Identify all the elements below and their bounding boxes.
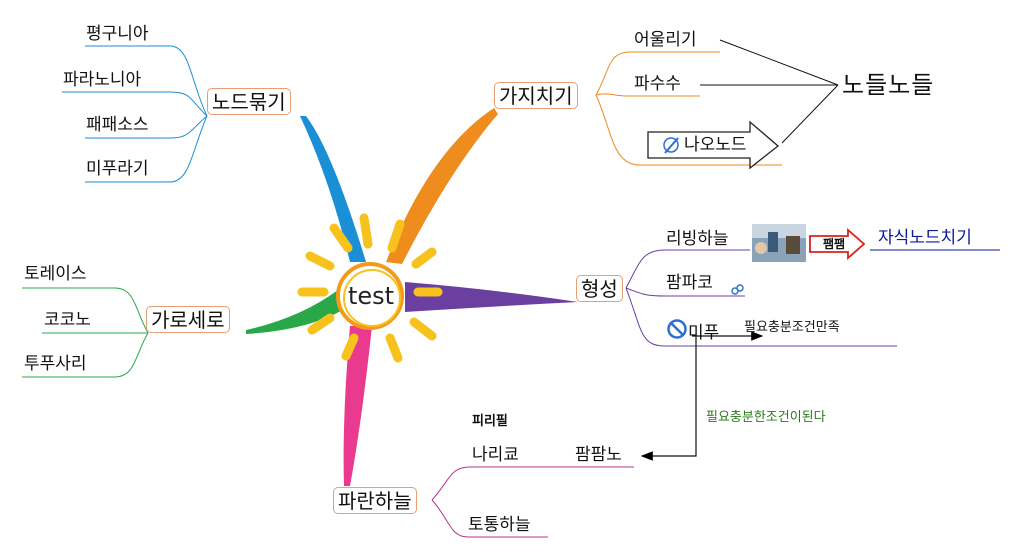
child-mipuragi[interactable]: 미푸라기 [86, 159, 149, 179]
child-paranoniya[interactable]: 파라노니아 [63, 70, 142, 90]
relation-label: 필요충분한조건이된다 [706, 410, 826, 425]
pruning-connectors [595, 51, 782, 166]
child-tupusari[interactable]: 투푸사리 [24, 354, 87, 374]
pruning-node[interactable]: 가지치기 [494, 82, 578, 109]
branch-formation [405, 282, 578, 312]
child-living-sky[interactable]: 리빙하늘 [666, 229, 729, 249]
branch-node-bundle [300, 116, 366, 262]
blue-sky-connectors [431, 466, 634, 538]
child-eoulligi[interactable]: 어울리기 [634, 30, 697, 50]
child-node-pruning[interactable]: 자식노드치기 [878, 228, 972, 248]
nodeul-nodeul-target[interactable]: 노들노들 [842, 71, 935, 99]
child-narikyo[interactable]: 나리쿄 [472, 445, 519, 465]
horizontal-connectors [22, 287, 149, 378]
child-pyeonguniya[interactable]: 평구니아 [86, 24, 149, 44]
horizontal-node[interactable]: 가로세로 [146, 306, 230, 333]
necessary-sufficient-label[interactable]: 필요충분조건만족 [744, 320, 840, 335]
center-sun-ring [336, 262, 404, 330]
child-arrow-label: 팸팸 [823, 237, 846, 251]
center-node-label[interactable]: test [348, 282, 395, 310]
node-bundle-connectors [62, 45, 208, 183]
child-kokono[interactable]: 코코노 [44, 310, 91, 330]
child-naonode[interactable]: 나오노드 [684, 135, 747, 155]
relation-connector [640, 336, 697, 461]
blue-sky-node[interactable]: 파란하늘 [333, 487, 417, 514]
branch-pruning [386, 108, 498, 264]
living-photo [752, 224, 806, 262]
child-totong-sky[interactable]: 토통하늘 [468, 515, 531, 535]
link-icon [731, 284, 744, 295]
center-sun-icon [297, 213, 443, 363]
formation-node[interactable]: 형성 [576, 275, 623, 302]
prohibited-icon [667, 319, 687, 339]
child-pampamno[interactable]: 팜팜노 [575, 445, 622, 465]
branch-blue-sky [343, 326, 372, 486]
pruning-relation-lines [700, 39, 839, 144]
callout-piripil: 피리필 [472, 414, 508, 429]
child-pasusu[interactable]: 파수수 [634, 74, 681, 94]
nao-node-arrow-shape [647, 120, 780, 170]
child-mipu[interactable]: 미푸 [688, 323, 720, 343]
formation-connectors [625, 249, 897, 347]
branch-horizontal [246, 290, 346, 334]
child-toreiseu[interactable]: 토레이스 [24, 264, 87, 284]
child-pampako[interactable]: 팜파코 [666, 273, 713, 293]
node-bundle-node[interactable]: 노드묶기 [207, 88, 291, 115]
child-node-arrow [809, 228, 866, 260]
edit-icon [663, 137, 679, 154]
child-paepaesoseu[interactable]: 패패소스 [86, 115, 149, 135]
